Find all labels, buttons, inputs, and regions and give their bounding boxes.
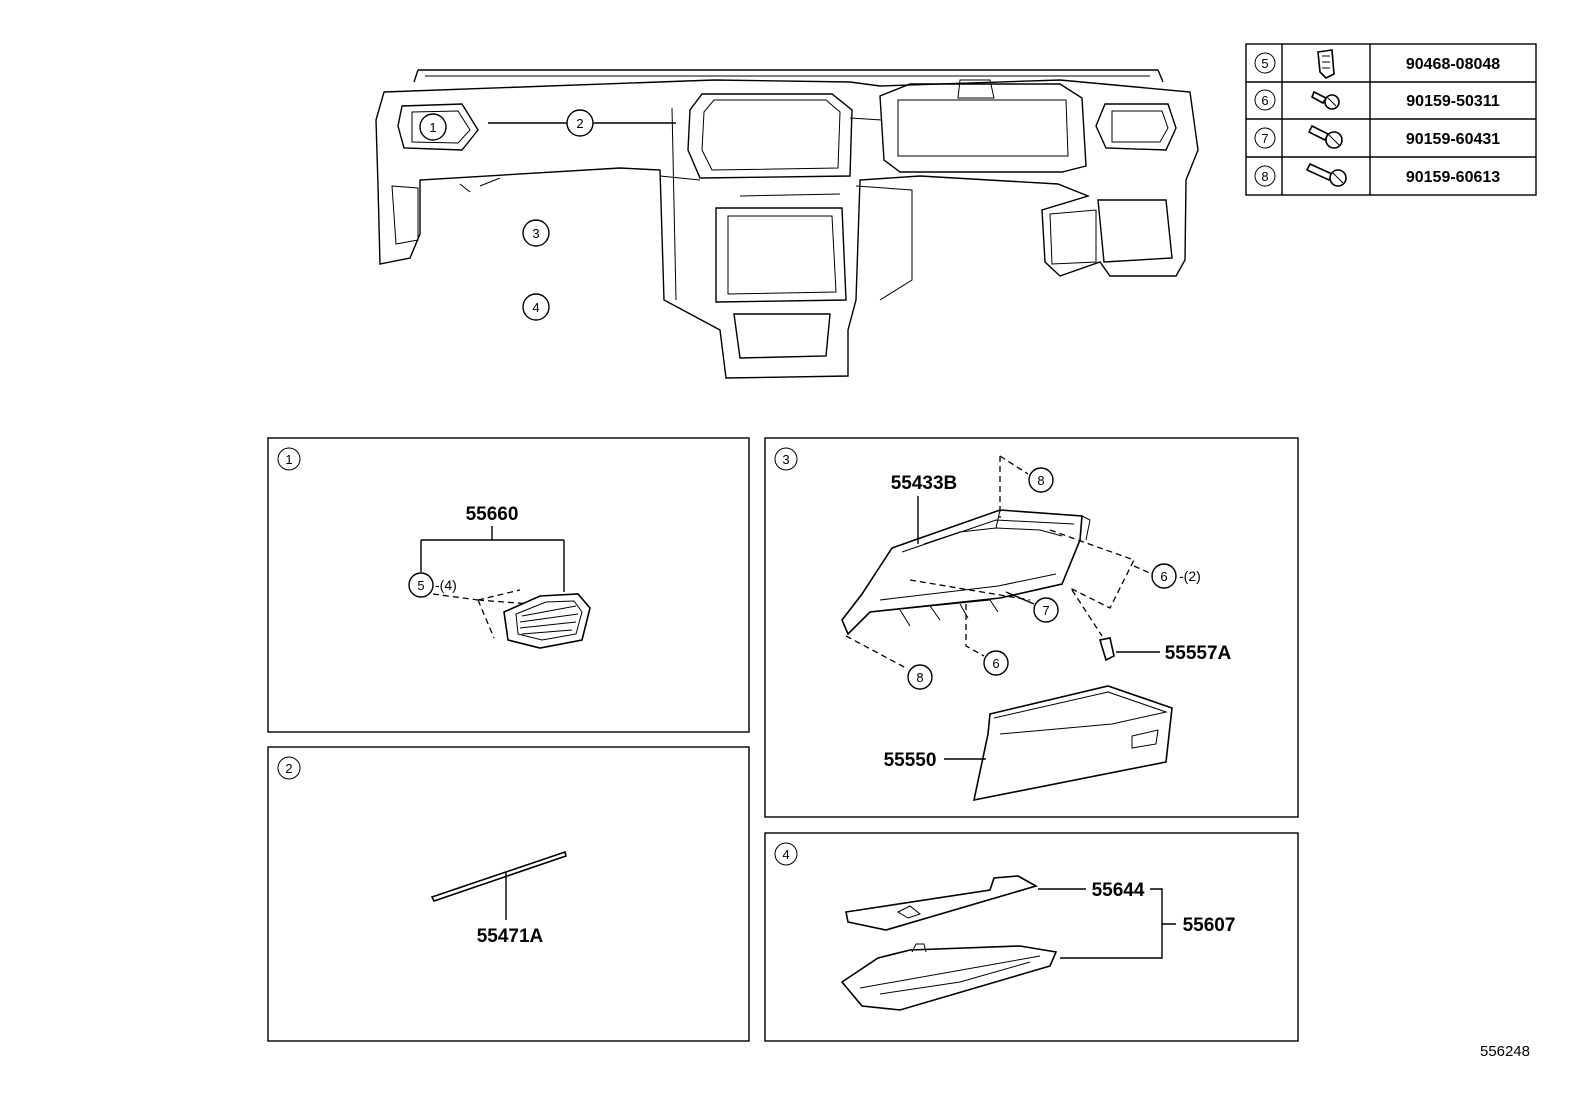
svg-text:3: 3 [782, 452, 789, 467]
svg-text:4: 4 [532, 300, 539, 315]
overview-callout-2: 2 [488, 109, 676, 137]
svg-text:5: 5 [417, 578, 424, 593]
trim-strip-55471A [430, 850, 567, 902]
svg-text:90468-08048: 90468-08048 [1406, 56, 1500, 73]
svg-text:8: 8 [1261, 169, 1268, 184]
detail-panel-3: 3 55433B 8 6 -(2) 7 6 8 [764, 437, 1299, 818]
overview-callout-4: 4 [522, 293, 550, 321]
svg-text:90159-60613: 90159-60613 [1406, 169, 1500, 186]
detail-panel-4: 4 55644 55607 [764, 832, 1299, 1042]
lower-cover-55607 [840, 943, 1058, 1011]
part-number-55607: 55607 [1183, 915, 1236, 936]
part-number-55644: 55644 [1092, 880, 1145, 901]
vent-register-55660 [503, 593, 591, 649]
fastener-row-7: 7 90159-60431 [1254, 124, 1500, 149]
svg-text:-(4): -(4) [435, 577, 457, 593]
screw-icon [1310, 90, 1340, 110]
screw-icon [1307, 124, 1343, 149]
svg-text:6: 6 [1261, 93, 1268, 108]
svg-text:-(2): -(2) [1179, 568, 1201, 584]
part-number-55660: 55660 [466, 504, 519, 525]
clip-icon [1317, 49, 1335, 79]
fastener-row-6: 6 90159-50311 [1254, 89, 1500, 111]
svg-text:8: 8 [1037, 473, 1044, 488]
glove-box-door-55550 [972, 685, 1173, 802]
svg-text:8: 8 [916, 670, 923, 685]
overview-callout-1: 1 [419, 113, 447, 141]
detail-panel-1: 1 55660 5 -(4) [267, 437, 750, 733]
detail-panel-2: 2 55471A [267, 746, 750, 1042]
fastener-table: 5 90468-08048 6 90159-50311 7 [1245, 43, 1537, 196]
screw-icon [1305, 162, 1347, 187]
svg-text:6: 6 [1160, 569, 1167, 584]
part-number-55433B: 55433B [891, 473, 958, 494]
part-number-55550: 55550 [884, 750, 937, 771]
svg-text:7: 7 [1042, 603, 1049, 618]
svg-text:2: 2 [576, 116, 583, 131]
glove-box-frame-55433B [841, 509, 1091, 636]
svg-text:3: 3 [532, 226, 539, 241]
svg-text:90159-60431: 90159-60431 [1406, 131, 1500, 148]
svg-text:1: 1 [285, 452, 292, 467]
reinforcement-55644 [845, 875, 1039, 931]
diagram-number: 556248 [1480, 1043, 1530, 1060]
svg-text:5: 5 [1261, 56, 1268, 71]
damper-55557A [1098, 637, 1115, 662]
svg-text:2: 2 [285, 761, 292, 776]
instrument-panel-overview [375, 69, 1199, 379]
part-number-55557A: 55557A [1165, 643, 1232, 664]
fastener-row-5: 5 90468-08048 [1254, 49, 1500, 79]
svg-text:6: 6 [992, 656, 999, 671]
svg-text:1: 1 [429, 120, 436, 135]
svg-text:90159-50311: 90159-50311 [1406, 93, 1500, 110]
fastener-row-8: 8 90159-60613 [1254, 162, 1500, 187]
part-number-55471A: 55471A [477, 926, 544, 947]
svg-text:7: 7 [1261, 131, 1268, 146]
svg-text:4: 4 [782, 847, 789, 862]
overview-callout-3: 3 [522, 219, 550, 247]
